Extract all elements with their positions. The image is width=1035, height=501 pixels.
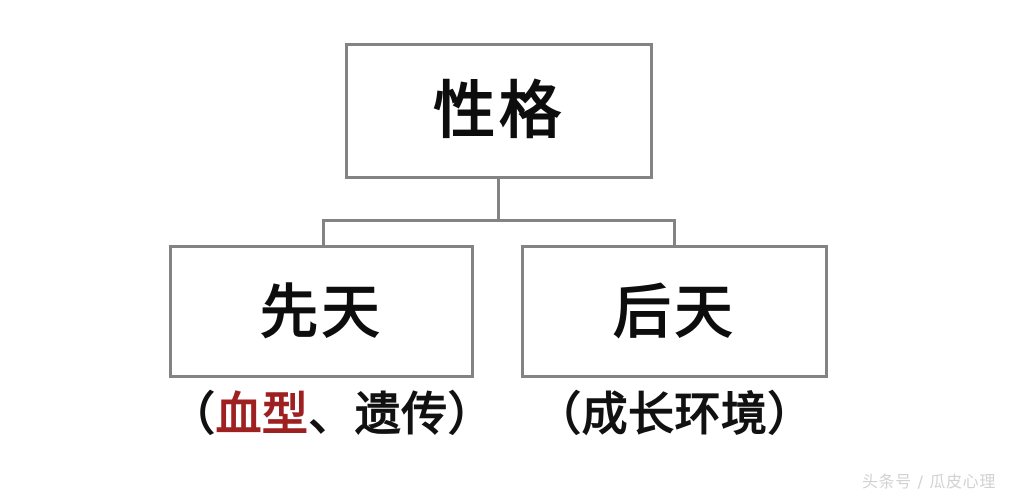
caption-innate-close: ） — [447, 387, 495, 441]
node-root-label: 性格 — [433, 74, 565, 147]
caption-innate: （血型、遗传） — [169, 391, 494, 437]
connector-right-drop — [673, 219, 676, 248]
caption-acquired-rest: 成长环境 — [581, 387, 768, 441]
node-child-acquired-label: 后天 — [613, 277, 736, 346]
caption-acquired: （成长环境） — [521, 391, 828, 437]
caption-innate-highlight: 血型 — [215, 387, 309, 441]
caption-innate-open: （ — [169, 387, 216, 441]
connector-root-stem — [497, 178, 500, 222]
caption-acquired-open: （ — [535, 387, 582, 441]
node-child-innate-label: 先天 — [260, 277, 383, 346]
connector-left-drop — [322, 219, 325, 248]
node-root-personality: 性格 — [345, 43, 653, 179]
caption-acquired-close: ） — [767, 387, 814, 441]
caption-innate-rest: 、遗传 — [308, 387, 448, 441]
node-child-innate: 先天 — [169, 245, 474, 378]
watermark: 头条号 / 瓜皮心理 — [862, 472, 996, 491]
connector-crossbar — [322, 219, 676, 222]
node-child-acquired: 后天 — [521, 245, 828, 378]
